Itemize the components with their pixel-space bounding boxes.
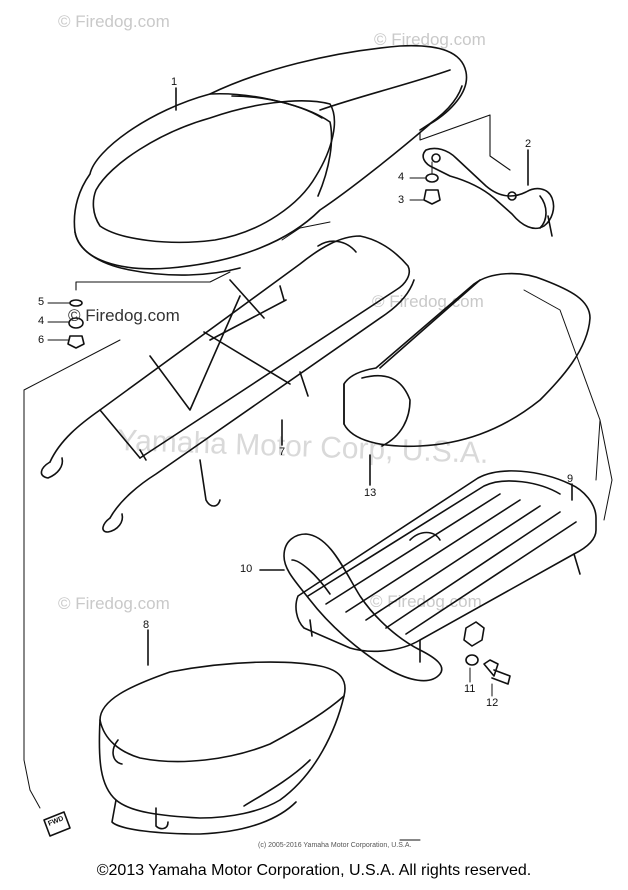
fwd-arrow-icon <box>43 811 71 837</box>
part-label-3: 3 <box>398 194 405 206</box>
part-label-13: 13 <box>364 487 377 499</box>
part-label-8: 8 <box>143 619 150 631</box>
part-label-4: 4 <box>38 315 45 327</box>
copyright-footer: ©2013 Yamaha Motor Corporation, U.S.A. A… <box>96 862 532 879</box>
watermark-firedog-dark: © Firedog.com <box>68 306 180 325</box>
part-label-6: 6 <box>38 334 45 346</box>
hardware-left-drawing <box>67 299 85 349</box>
seat-8-drawing <box>98 661 346 835</box>
part-label-12: 12 <box>486 697 499 709</box>
watermark-firedog: © Firedog.com <box>58 594 170 613</box>
part-label-10: 10 <box>240 563 253 575</box>
part-label-7: 7 <box>279 446 286 458</box>
assembly-guides <box>23 221 613 841</box>
frame-7-drawing <box>40 235 415 533</box>
hardware-upper-drawing <box>423 161 441 205</box>
watermark-firedog: © Firedog.com <box>374 30 486 49</box>
part-label-11: 11 <box>464 683 476 695</box>
part-label-1: 1 <box>171 76 178 88</box>
part-label-9: 9 <box>567 473 574 485</box>
seat-1-drawing <box>73 44 468 276</box>
pad-13-drawing <box>343 272 591 448</box>
watermark-firedog: © Firedog.com <box>58 12 170 31</box>
bracket-2-drawing <box>422 147 555 237</box>
hardware-lower-drawing <box>463 621 511 685</box>
watermark-firedog: © Firedog.com <box>372 292 484 311</box>
part-label-5: 5 <box>38 296 45 308</box>
part-label-4: 4 <box>398 171 405 183</box>
part-label-2: 2 <box>525 138 532 150</box>
rack-9-drawing <box>283 470 597 682</box>
micro-copyright: (c) 2005-2016 Yamaha Motor Corporation, … <box>258 842 412 849</box>
